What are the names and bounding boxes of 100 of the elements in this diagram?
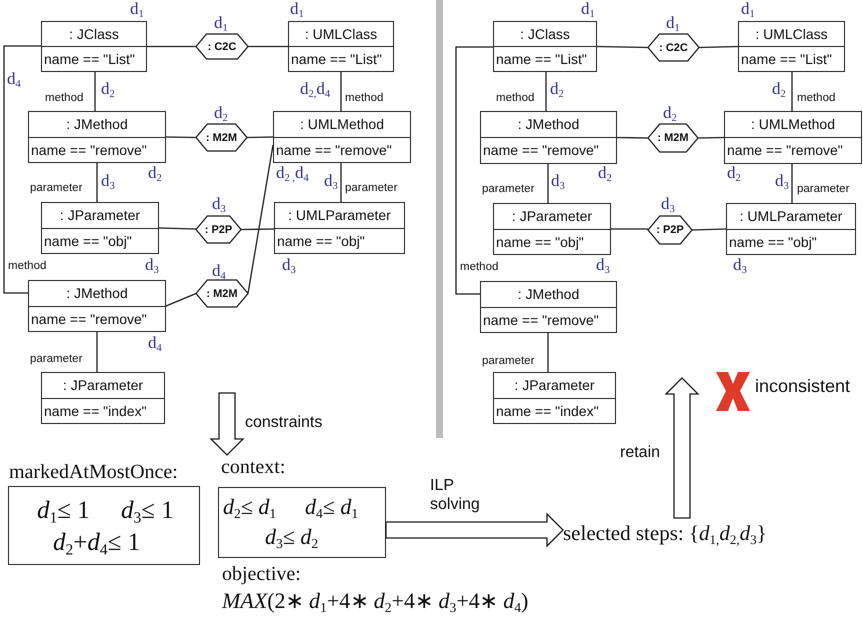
attribute-constraint: name == "remove" xyxy=(482,310,600,330)
role-label: parameter xyxy=(797,183,850,196)
constraint-heading: context: xyxy=(221,456,286,479)
link-line xyxy=(96,332,98,372)
constraint-formula: d$_{1}$≤ 1 xyxy=(37,497,90,525)
object-box xyxy=(288,21,394,72)
attribute-constraint: name == "List" xyxy=(495,50,588,69)
step-marker: d$_{1}$ xyxy=(581,0,595,17)
link-line xyxy=(340,72,342,111)
link-line xyxy=(611,228,648,230)
correspondence-hexagon xyxy=(196,124,247,151)
object-name: : JParameter xyxy=(42,203,158,228)
object-box xyxy=(41,202,159,254)
object-box xyxy=(28,111,166,163)
attribute-constraint: name == "index" xyxy=(495,402,600,420)
attribute-constraint: name == "List" xyxy=(43,50,136,69)
link-line xyxy=(158,227,196,230)
object-box xyxy=(274,202,405,254)
attribute-constraint: name == "List" xyxy=(740,50,833,69)
link-line xyxy=(698,46,738,48)
correspondence-label: : P2P xyxy=(655,224,685,236)
block-arrow xyxy=(209,392,245,456)
attribute-constraint: name == "List" xyxy=(290,50,383,69)
constraint-formula: d$_{3}$≤ d$_{2}$ xyxy=(265,524,318,550)
step-marker: d$_{3}$ xyxy=(282,256,296,273)
object-name: : JMethod xyxy=(481,112,616,138)
step-marker: d$_{4}$ xyxy=(7,70,21,87)
step-marker: d$_{2}$ xyxy=(101,80,115,97)
step-marker: d$_{1}$ xyxy=(290,0,304,17)
status-text: inconsistent xyxy=(755,376,850,397)
step-marker: d$_{3}$ xyxy=(212,195,226,212)
objective-heading: objective: xyxy=(222,563,301,586)
objective-formula: MAX(2∗ d$_{1}$+4∗ d$_{2}$+4∗ d$_{3}$+4∗ d$_{4}$) xyxy=(222,588,528,614)
step-marker: d$_{2,}$d$_{4}$ xyxy=(300,80,330,97)
object-name: : UMLMethod xyxy=(725,112,861,138)
step-marker: d$_{1}$ xyxy=(666,14,680,31)
link-line xyxy=(340,163,342,202)
link-line xyxy=(147,46,196,48)
step-marker: d$_{2}$ xyxy=(727,164,741,181)
link-line xyxy=(246,136,274,138)
step-marker: d$_{2}$ xyxy=(550,80,564,97)
step-marker: d$_{4}$ xyxy=(212,262,226,279)
step-marker: d$_{4}$ xyxy=(148,334,162,351)
object-name: : JClass xyxy=(494,22,596,47)
correspondence-hexagon xyxy=(196,280,248,307)
constraint-formula: d$_{2}$+d$_{4}$≤ 1 xyxy=(53,529,140,557)
role-label: parameter xyxy=(30,182,82,195)
link-line xyxy=(241,228,274,230)
attribute-constraint: name == "remove" xyxy=(726,141,844,160)
link-line xyxy=(248,46,288,48)
step-marker: d$_{3}$ xyxy=(101,172,115,189)
arrow-label: ILP solving xyxy=(430,476,481,514)
block-arrow xyxy=(385,512,564,548)
link-line xyxy=(545,72,547,111)
object-name: : JMethod xyxy=(29,281,165,306)
object-box xyxy=(480,281,617,333)
step-marker: d$_{1}$ xyxy=(214,14,228,31)
link-line xyxy=(94,72,96,111)
link-line xyxy=(96,163,98,202)
step-marker: d$_{2}$ xyxy=(663,104,677,121)
link-line xyxy=(547,333,549,372)
role-label: parameter xyxy=(30,353,82,366)
step-marker: d$_{3}$ xyxy=(596,256,610,273)
object-box xyxy=(726,203,856,255)
step-marker: d$_{1}$ xyxy=(741,0,755,17)
link-line xyxy=(616,136,648,139)
arrow-label: constraints xyxy=(245,413,322,432)
link-line xyxy=(698,136,724,139)
attribute-constraint: name == "obj" xyxy=(43,232,133,251)
step-marker: d$_{3}$ xyxy=(775,172,789,189)
object-name: : JParameter xyxy=(42,373,164,398)
step-marker: d$_{3}$ xyxy=(145,256,159,273)
role-label: parameter xyxy=(345,182,398,195)
constraint-formula: d$_{2}$≤ d$_{1}$ xyxy=(223,494,276,520)
correspondence-label: : C2C xyxy=(206,40,238,52)
attribute-constraint: name == "index" xyxy=(43,402,148,420)
step-marker: d$_{1}$ xyxy=(130,0,144,17)
constraint-formula: d$_{4}$≤ d$_{1}$ xyxy=(305,494,358,520)
object-box xyxy=(724,111,862,164)
correspondence-label: : M2M xyxy=(204,132,238,144)
step-marker: d$_{3}$ xyxy=(551,172,565,189)
link-line xyxy=(596,46,648,48)
role-label: parameter xyxy=(482,355,534,368)
step-marker: d$_{3}$ xyxy=(661,195,675,212)
object-box xyxy=(738,21,845,72)
step-marker: d$_{2}$ xyxy=(148,164,162,181)
attribute-constraint: name == "remove" xyxy=(30,310,148,328)
constraint-heading: markedAtMostOnce: xyxy=(9,461,178,484)
attribute-constraint: name == "remove" xyxy=(275,140,393,160)
object-box xyxy=(41,372,165,424)
object-name: : UMLClass xyxy=(739,22,844,47)
correspondence-hexagon xyxy=(648,124,698,152)
object-box xyxy=(493,372,616,424)
object-box xyxy=(41,21,147,72)
step-marker: d$_{3}$ xyxy=(324,172,338,189)
link-line xyxy=(247,144,274,294)
object-box xyxy=(273,111,411,163)
step-marker: d$_{3}$ xyxy=(733,256,747,273)
object-box xyxy=(28,280,166,332)
correspondence-label: : C2C xyxy=(658,42,689,54)
